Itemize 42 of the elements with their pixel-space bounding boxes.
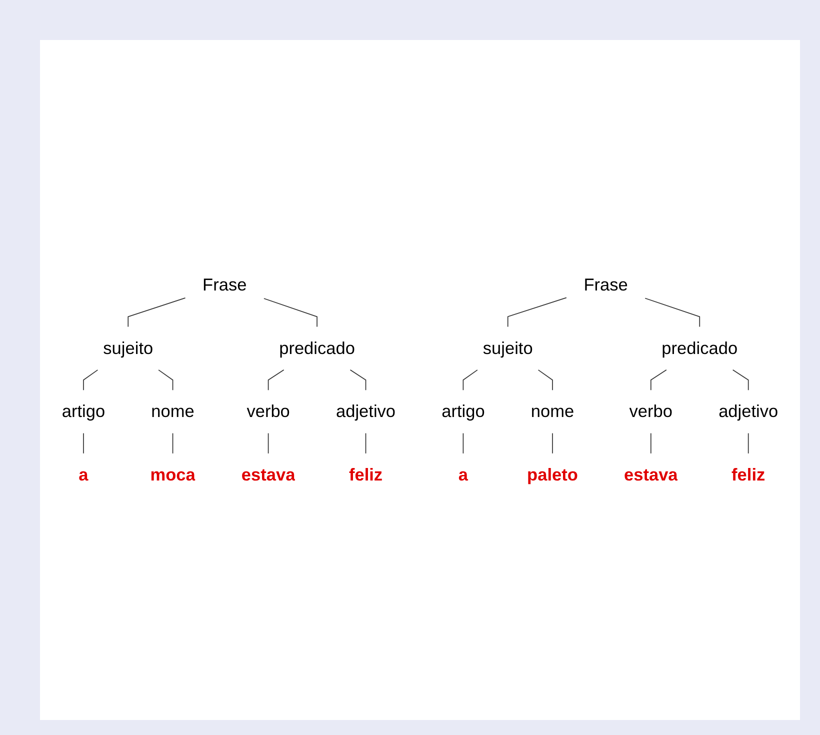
connector	[748, 432, 749, 454]
node-text: sujeito	[103, 338, 154, 358]
connector	[732, 370, 749, 390]
node-text: predicado	[279, 338, 355, 358]
node-text: verbo	[246, 402, 290, 422]
node-text: feliz	[348, 466, 383, 485]
node-text: a	[78, 466, 88, 485]
connector	[128, 297, 186, 328]
node-text: paleto	[527, 466, 578, 485]
node-text: artigo	[62, 402, 106, 422]
connector	[350, 370, 366, 390]
node-text: a	[458, 466, 468, 485]
connector	[538, 370, 553, 390]
node-text: adjetivo	[336, 402, 396, 422]
connector	[172, 432, 174, 454]
connector	[462, 432, 464, 454]
node-text: nome	[530, 402, 574, 422]
connector	[365, 432, 366, 454]
connector	[268, 432, 269, 454]
node-text: predicado	[662, 338, 738, 358]
node-text: verbo	[629, 402, 673, 422]
node-text: feliz	[732, 466, 766, 485]
connector	[462, 370, 478, 390]
connector	[268, 370, 284, 390]
node-text: Frase	[202, 275, 247, 294]
connector	[644, 298, 700, 328]
node-text: Frase	[584, 275, 628, 294]
node-text: nome	[151, 402, 194, 422]
connector	[264, 298, 318, 328]
node-text: sujeito	[482, 338, 533, 358]
node-text: adjetivo	[718, 402, 778, 422]
connector	[507, 297, 567, 328]
node-text: estava	[241, 466, 296, 485]
connector	[83, 370, 98, 390]
connector	[83, 432, 84, 454]
connector	[158, 370, 174, 390]
connector	[552, 432, 553, 454]
node-text: estava	[624, 466, 678, 485]
connector	[650, 432, 652, 454]
node-text: artigo	[442, 402, 485, 422]
node-text: moca	[150, 466, 196, 485]
connector	[650, 370, 667, 390]
